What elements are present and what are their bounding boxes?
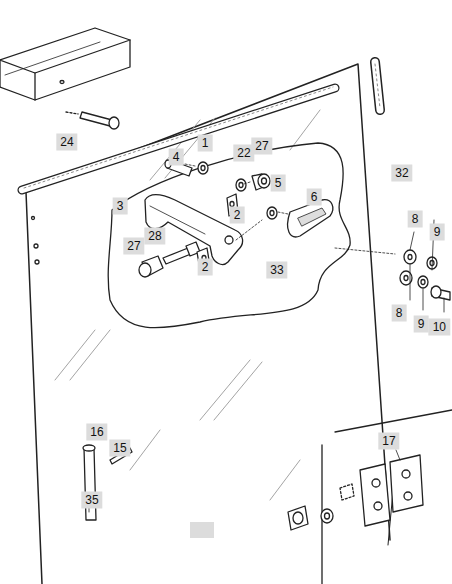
callout-number: 4: [169, 149, 184, 166]
callout-number: 32: [391, 165, 412, 182]
callout-number: 15: [109, 440, 130, 457]
callout-number: 2: [230, 207, 245, 224]
callout-number: 8: [408, 211, 423, 228]
callout-number: 33: [266, 262, 287, 279]
callout-number: 9: [414, 316, 429, 333]
callout-number: 16: [86, 424, 107, 441]
callout-number: 3: [113, 198, 128, 215]
callout-number: 24: [56, 134, 77, 151]
callout-number: 2: [198, 259, 213, 276]
callout-number: 27: [251, 138, 272, 155]
callout-number: 8: [392, 305, 407, 322]
callout-number: 9: [430, 224, 445, 241]
callout-number: 6: [307, 189, 322, 206]
callout-number: 17: [378, 433, 399, 450]
callout-number: 28: [144, 228, 165, 245]
callout-number: 5: [271, 175, 286, 192]
callout-number: 10: [429, 319, 450, 336]
callout-number: 35: [81, 492, 102, 509]
callout-number: 1: [198, 135, 213, 152]
callout-number: 27: [123, 238, 144, 255]
